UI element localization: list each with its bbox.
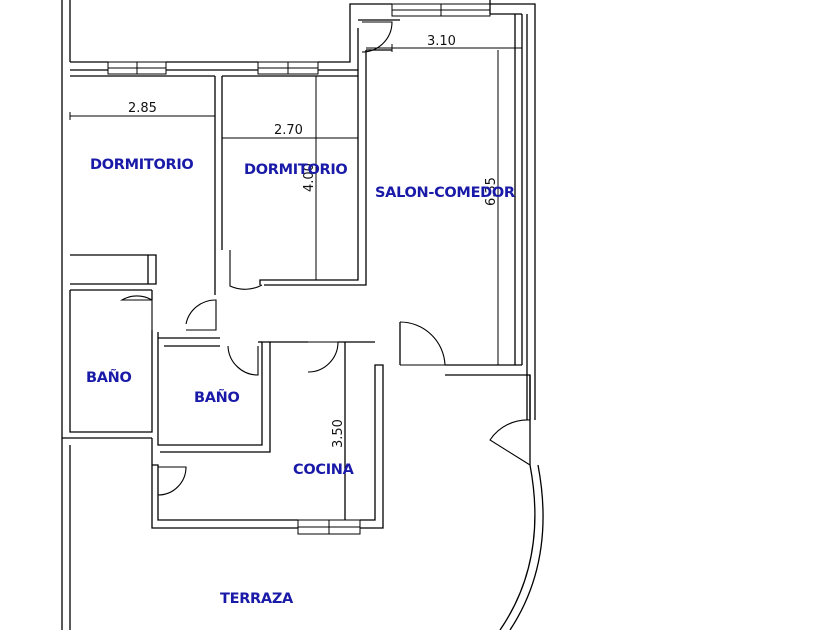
dim-salon-width: 3.10	[427, 34, 456, 49]
dim-salon-depth: 6.35	[484, 177, 499, 206]
walls	[61, 0, 536, 630]
room-label-cocina: COCINA	[293, 462, 355, 478]
room-label-bano-1: BAÑO	[86, 369, 132, 386]
room-label-salon-comedor: SALON-COMEDOR	[375, 185, 515, 201]
dim-dorm1-width: 2.85	[128, 101, 157, 116]
room-label-bano-2: BAÑO	[194, 389, 240, 406]
dimension-lines	[69, 44, 523, 521]
room-label-dormitorio-2: DORMITORIO	[244, 162, 347, 178]
dim-dorm2-depth: 4.00	[302, 163, 317, 192]
dim-cocina-depth: 3.50	[331, 419, 346, 448]
dim-dorm2-width: 2.70	[274, 123, 303, 138]
room-label-terraza: TERRAZA	[220, 591, 294, 607]
doors	[119, 21, 544, 630]
room-label-dormitorio-1: DORMITORIO	[90, 157, 193, 173]
